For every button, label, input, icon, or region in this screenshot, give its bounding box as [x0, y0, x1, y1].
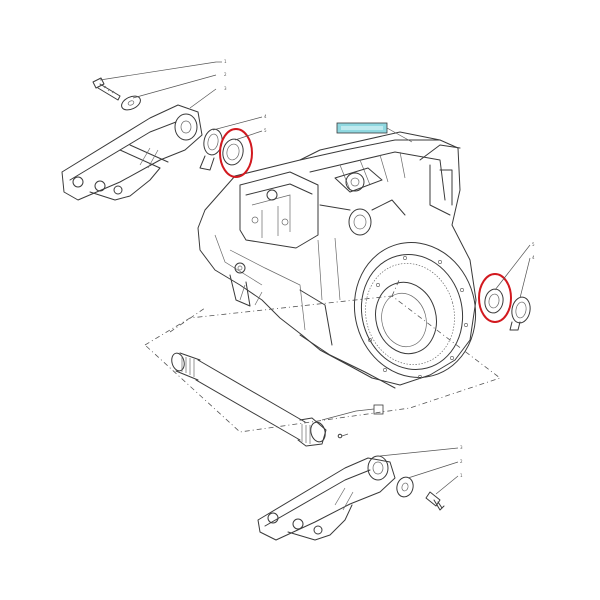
lower-lift-arm [257, 455, 396, 541]
svg-text:3: 3 [224, 86, 227, 91]
transmission-housing [197, 131, 477, 389]
shaft-key [321, 404, 384, 421]
upper-seal-highlight [219, 128, 253, 178]
svg-text:1: 1 [460, 473, 463, 478]
right-thrust-washer [509, 296, 531, 331]
assembly-outline [144, 295, 501, 433]
lower-bolt [425, 491, 445, 511]
right-seal-highlight [478, 273, 512, 323]
svg-text:4: 4 [532, 255, 535, 260]
svg-text:2: 2 [224, 72, 227, 77]
upper-seal [219, 128, 253, 178]
callout-leaders: 1 2 3 4 5 5 4 3 2 1 [99, 59, 535, 495]
upper-washer [121, 95, 141, 111]
svg-text:5: 5 [532, 242, 535, 247]
svg-text:1: 1 [224, 59, 227, 64]
lower-washer [396, 476, 414, 498]
identification-tag [336, 122, 413, 143]
svg-text:3: 3 [460, 445, 463, 450]
upper-bolt [92, 77, 121, 101]
upper-lift-arm [61, 104, 203, 201]
svg-text:5: 5 [264, 128, 267, 133]
cross-shaft [171, 352, 349, 447]
svg-text:2: 2 [460, 459, 463, 464]
svg-text:4: 4 [264, 114, 267, 119]
right-seal [478, 273, 512, 323]
